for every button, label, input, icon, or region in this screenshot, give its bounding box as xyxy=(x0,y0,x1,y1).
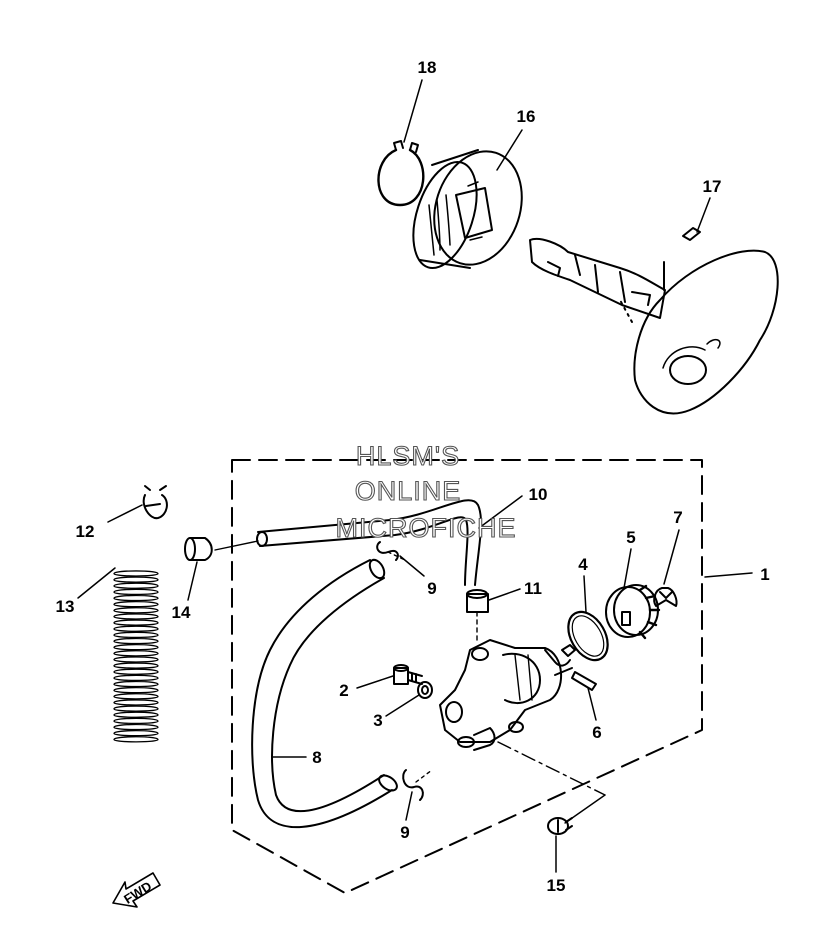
part-14-collar xyxy=(184,537,213,561)
callout-10: 10 xyxy=(529,485,548,504)
part-4-o-ring xyxy=(567,610,609,662)
callout-9-lower: 9 xyxy=(400,823,409,842)
part-3-washer xyxy=(417,681,433,699)
callout-3: 3 xyxy=(373,711,382,730)
callout-1: 1 xyxy=(760,565,769,584)
callout-13: 13 xyxy=(56,597,75,616)
fwd-label: FWD xyxy=(121,878,154,906)
part-2-screw xyxy=(393,664,423,685)
callout-16: 16 xyxy=(517,107,536,126)
callout-2: 2 xyxy=(339,681,348,700)
watermark-line-2: ONLINE xyxy=(355,476,462,506)
callout-11: 11 xyxy=(524,579,542,598)
part-9-clip-lower xyxy=(402,769,433,801)
part-6-pin xyxy=(571,671,597,691)
callouts: 18 16 17 12 10 7 5 1 4 13 14 9 11 2 3 6 … xyxy=(56,58,770,895)
part-15-screw xyxy=(547,817,573,835)
pump-body xyxy=(439,639,606,824)
part-17-shaft-cover xyxy=(529,227,779,415)
callout-6: 6 xyxy=(592,723,601,742)
callout-17: 17 xyxy=(703,177,722,196)
callout-18: 18 xyxy=(418,58,437,77)
callout-8: 8 xyxy=(312,748,321,767)
part-13-spring xyxy=(113,570,159,743)
assembly-boundary xyxy=(231,459,703,894)
part-8-hose xyxy=(251,558,398,829)
part-10-hose xyxy=(214,499,483,586)
part-18-circlip xyxy=(377,140,425,207)
part-7-e-clip xyxy=(653,587,678,607)
part-16-pulley xyxy=(412,149,523,270)
callout-9-upper: 9 xyxy=(427,579,436,598)
part-12-clip xyxy=(142,485,168,520)
callout-15: 15 xyxy=(547,876,566,895)
part-11-fitting xyxy=(466,589,489,641)
callout-5: 5 xyxy=(626,528,635,547)
watermark: HLSM'S ONLINE MICROFICHE xyxy=(335,440,517,543)
leader-lines xyxy=(77,79,753,873)
callout-4: 4 xyxy=(578,555,588,574)
callout-12: 12 xyxy=(76,522,95,541)
callout-14: 14 xyxy=(172,603,191,622)
watermark-line-1: HLSM'S xyxy=(356,441,460,471)
part-5-gear xyxy=(605,584,661,640)
callout-7: 7 xyxy=(673,508,682,527)
fwd-arrow xyxy=(112,872,161,908)
watermark-line-3: MICROFICHE xyxy=(336,513,517,543)
